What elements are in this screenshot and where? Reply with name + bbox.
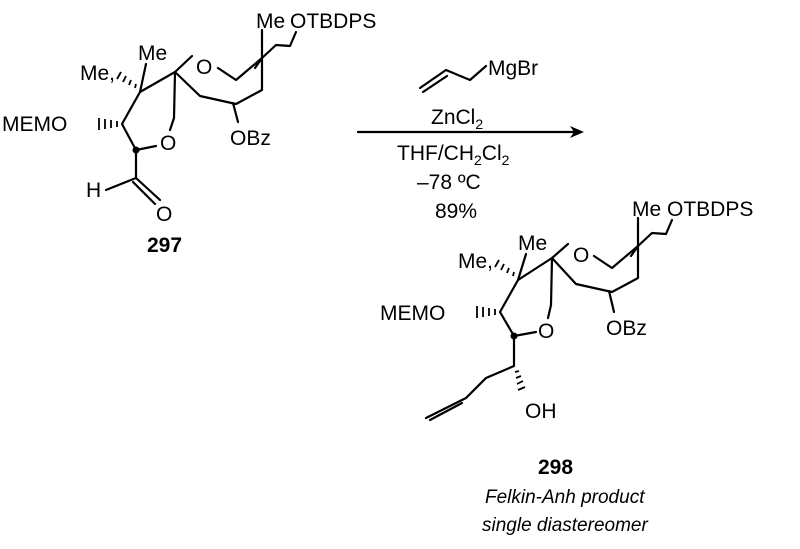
me-quat-bond [138, 62, 148, 94]
oh-label: OH [525, 400, 557, 423]
ch2-otbdps-bonds [260, 30, 298, 60]
compound-number-297: 297 [147, 234, 182, 257]
me-hash-bond [494, 259, 515, 277]
caption-diastereomer: single diastereomer [482, 515, 648, 536]
me-top-label: Me [256, 10, 285, 33]
pyran-ring-bonds [173, 54, 264, 106]
yield-label: 89% [435, 200, 477, 223]
memo-label: MEMO [380, 302, 445, 325]
aldehyde-bonds [104, 148, 162, 206]
me-top-label: Me [632, 198, 661, 221]
zinc-chloride-label: ZnCl2 [431, 106, 483, 132]
compound-number-298: 298 [538, 456, 573, 479]
aldehyde-h-label: H [86, 179, 101, 202]
otbdps-label: OTBDPS [290, 10, 376, 33]
memo-hash-bond [98, 118, 118, 130]
me-left-label: Me, [458, 250, 493, 273]
memo-hash-bond [476, 306, 496, 318]
side-chain-bonds [424, 334, 516, 422]
allyl-group-bonds [418, 64, 488, 94]
me-hash-bond [116, 71, 137, 89]
obz-label: OBz [230, 127, 271, 150]
otbdps-label: OTBDPS [667, 198, 753, 221]
pyran-ring-bonds [550, 242, 640, 294]
obz-bond [607, 289, 616, 314]
obz-bond [231, 101, 240, 124]
furan-ring-bonds [498, 256, 554, 338]
caption-felkin-anh: Felkin-Anh product [485, 487, 645, 508]
temperature-label: –78 ºC [417, 171, 481, 194]
grignard-label: MgBr [488, 57, 538, 80]
me-quat-label: Me [138, 42, 167, 65]
memo-label: MEMO [2, 113, 67, 136]
furan-oxygen-label: O [538, 320, 554, 343]
reaction-conditions: MgBr ZnCl2 THF/CH2Cl2 –78 ºC 89% [356, 57, 584, 223]
furan-oxygen-label: O [160, 132, 176, 155]
furan-ring-bonds [120, 70, 177, 152]
me-left-label: Me, [80, 62, 115, 85]
obz-label: OBz [606, 317, 647, 340]
pyran-oxygen-label: O [573, 244, 589, 267]
aldehyde-o-label: O [156, 203, 172, 226]
compound-298: Me OTBDPS Me, Me O O MEMO OBz OH 298 Fel… [380, 198, 753, 536]
arrow-head [570, 126, 584, 138]
oh-hash-bond [514, 370, 526, 391]
compound-297: Me OTBDPS Me, Me O O MEMO OBz H O 297 [2, 10, 376, 257]
me-quat-label: Me [518, 232, 547, 255]
ch2-otbdps-bonds [636, 218, 674, 248]
solvent-label: THF/CH2Cl2 [397, 142, 510, 168]
me-quat-bond [516, 252, 528, 282]
pyran-oxygen-label: O [196, 56, 212, 79]
